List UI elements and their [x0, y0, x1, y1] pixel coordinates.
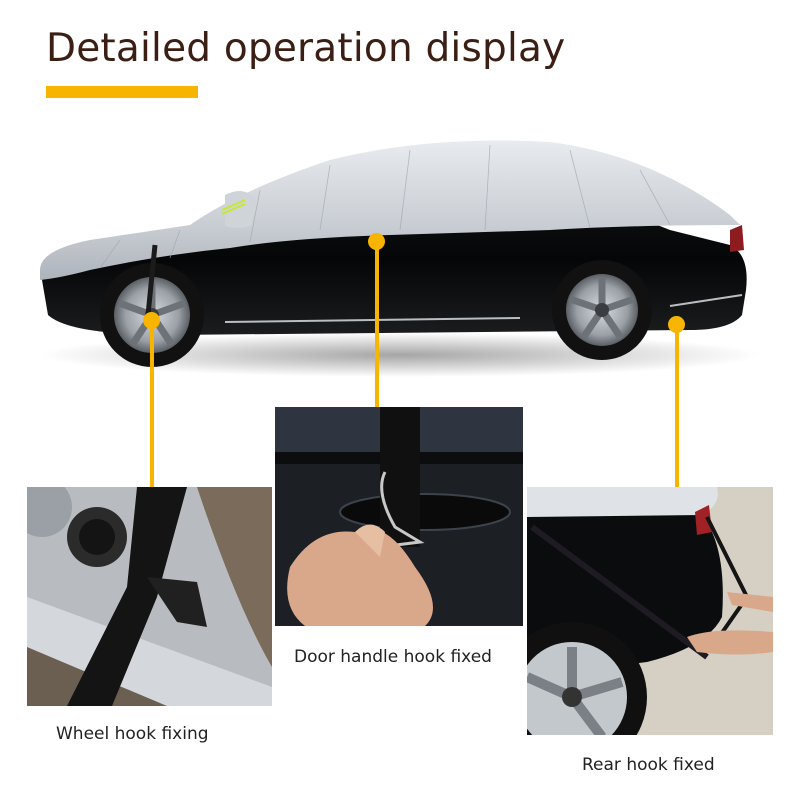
hero-car-image	[30, 130, 770, 390]
rear-callout-dot	[668, 316, 685, 333]
door-handle-hook-photo	[275, 407, 523, 626]
rear-callout-line	[675, 325, 679, 487]
wheel-callout-line	[150, 321, 154, 487]
door-handle-hook-caption: Door handle hook fixed	[294, 647, 492, 667]
door-callout-line	[375, 242, 379, 407]
rear-hook-photo	[527, 487, 773, 735]
wheel-hook-caption: Wheel hook fixing	[56, 724, 209, 744]
title-underline-accent	[46, 86, 198, 98]
wheel-callout-dot	[143, 312, 160, 329]
rear-hook-caption: Rear hook fixed	[582, 755, 715, 775]
page-title: Detailed operation display	[46, 26, 566, 71]
wheel-hook-photo	[27, 487, 272, 706]
door-callout-dot	[368, 233, 385, 250]
